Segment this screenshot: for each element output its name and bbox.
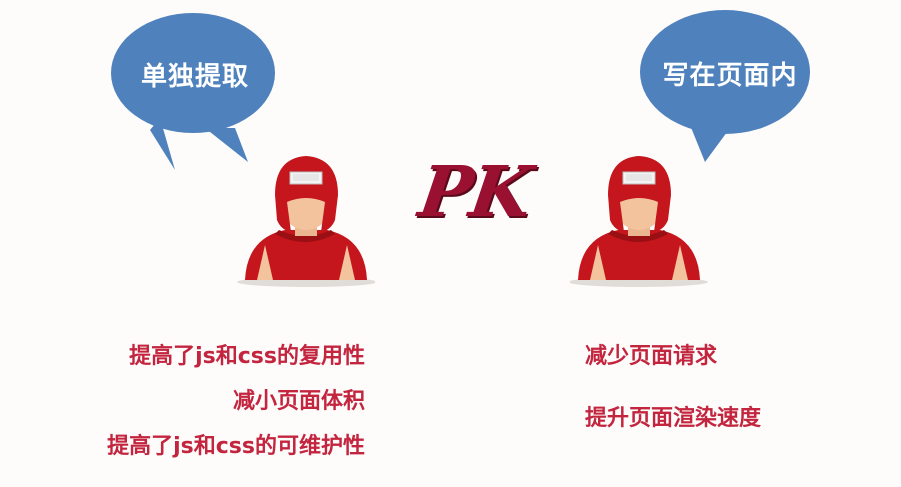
left-point: 提高了js和css的复用性 — [129, 344, 365, 369]
left-point: 减小页面体积 — [232, 389, 365, 414]
right-bubble-label: 写在页面内 — [662, 61, 798, 91]
pk-label: PK — [414, 150, 536, 233]
left-bubble-label: 单独提取 — [140, 62, 249, 92]
right-point: 提升页面渲染速度 — [585, 406, 762, 431]
left-point: 提高了js和css的可维护性 — [107, 434, 365, 459]
right-point: 减少页面请求 — [585, 344, 718, 369]
right-boxer-icon — [570, 156, 708, 287]
left-boxer-icon — [237, 156, 375, 287]
